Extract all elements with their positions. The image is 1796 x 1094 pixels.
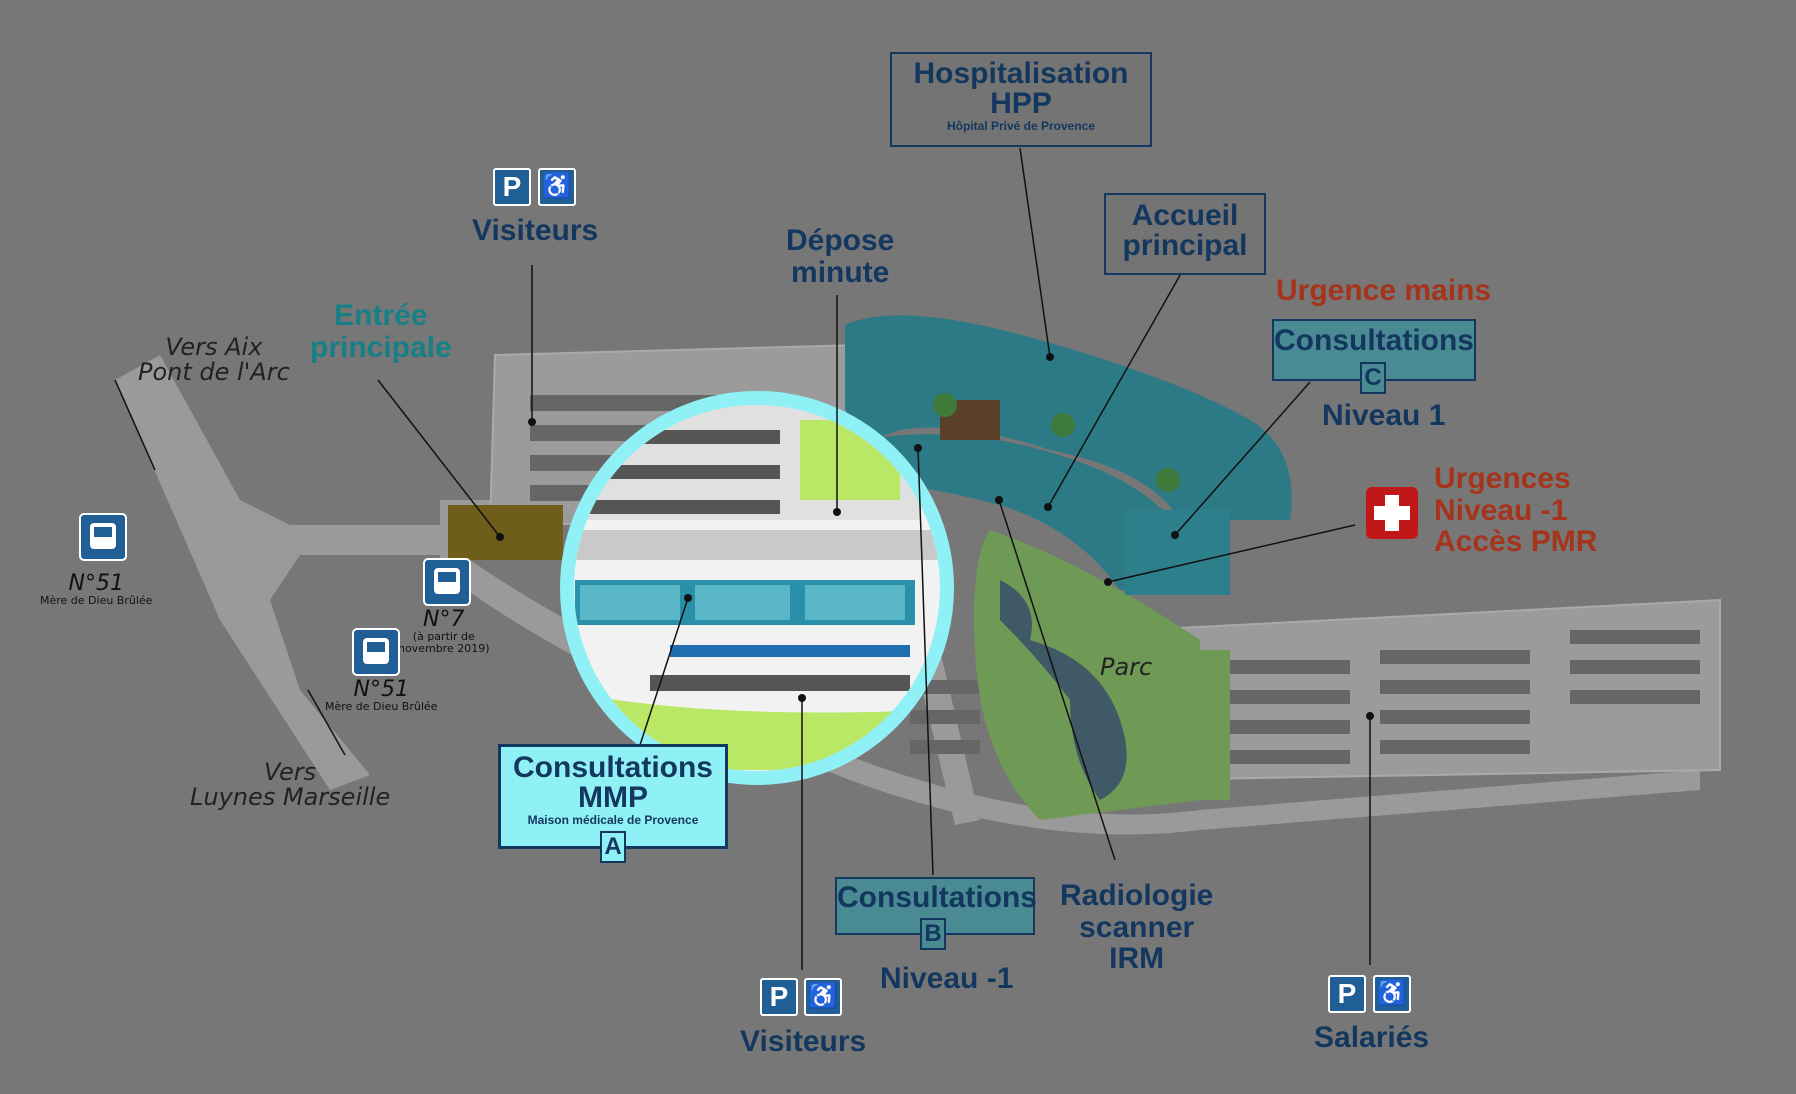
emergency-cross-icon <box>1366 487 1418 539</box>
bus-stop-51-west: N°51 Mère de Dieu Brûlée <box>40 572 152 607</box>
bus-stop-number: N°51 <box>68 571 124 596</box>
bus-stop-7: N°7 (à partir de novembre 2019) <box>398 608 490 654</box>
magnified-area <box>560 391 954 785</box>
entree-line2: principale <box>310 330 452 364</box>
radiologie-line2: scanner <box>1079 910 1195 944</box>
urgences-line3: Accès PMR <box>1434 525 1598 558</box>
urgences-line1: Urgences <box>1434 462 1571 495</box>
parking-icon: P <box>1328 975 1366 1013</box>
leader-dots <box>496 353 1374 720</box>
urgences-line2: Niveau -1 <box>1434 493 1568 527</box>
bus-stop-name: Mère de Dieu Brûlée <box>40 594 153 608</box>
direction-luynes-line2: Luynes Marseille <box>190 783 391 812</box>
direction-aix-line2: Pont de l'Arc <box>138 358 290 387</box>
hospitalisation-subtitle: Hôpital Privé de Provence <box>946 119 1096 133</box>
consultations-c-title: Consultations <box>1274 324 1474 357</box>
direction-aix-line1: Vers Aix <box>165 333 263 361</box>
bus-stop-number: N°7 <box>423 607 465 632</box>
radiologie-label: Radiologie scanner IRM <box>1060 880 1213 975</box>
leader-lines <box>114 147 1371 970</box>
bus-icon <box>352 628 400 676</box>
consultations-mmp-box: Consultations MMP Maison médicale de Pro… <box>498 744 728 849</box>
depose-minute-label: Dépose minute <box>786 225 894 288</box>
bus-stop-number: N°51 <box>353 677 409 702</box>
radiologie-line3: IRM <box>1109 942 1165 975</box>
hospitalisation-title: Hospitalisation <box>913 57 1129 90</box>
parking-icon: P <box>760 978 798 1016</box>
consultations-c-niveau: Niveau 1 <box>1322 399 1446 432</box>
direction-luynes-line1: Vers <box>264 758 317 786</box>
wheelchair-icon: ♿ <box>1373 975 1411 1013</box>
radiologie-line1: Radiologie <box>1060 879 1214 912</box>
accueil-line1: Accueil <box>1131 199 1239 232</box>
entree-line1: Entrée <box>334 299 428 332</box>
parking-salaries-label: Salariés <box>1314 1021 1430 1054</box>
consultations-mmp-acronym: MMP <box>578 781 648 814</box>
consultations-b-title: Consultations <box>837 881 1037 914</box>
depose-line1: Dépose <box>786 224 895 257</box>
wheelchair-icon: ♿ <box>804 978 842 1016</box>
hospital-building <box>845 315 1292 595</box>
consultations-mmp-title: Consultations <box>513 751 713 784</box>
accueil-line2: principal <box>1122 229 1248 262</box>
direction-luynes: Vers Luynes Marseille <box>190 758 391 812</box>
entree-principale-label: Entrée principale <box>310 300 452 363</box>
bus-stop-51-south: N°51 Mère de Dieu Brûlée <box>325 678 437 713</box>
urgences-label: Urgences Niveau -1 Accès PMR <box>1434 463 1597 558</box>
building-b-letter: B <box>920 918 946 950</box>
parking-icon: P <box>493 168 531 206</box>
wheelchair-icon: ♿ <box>538 168 576 206</box>
urgence-mains-label: Urgence mains <box>1276 274 1492 307</box>
hospitalisation-acronym: HPP <box>990 87 1052 120</box>
hospitalisation-box: Hospitalisation HPP Hôpital Privé de Pro… <box>890 52 1152 147</box>
bus-stop-note-line2: novembre 2019) <box>398 641 490 655</box>
bus-icon <box>423 558 471 606</box>
depose-line2: minute <box>791 255 890 289</box>
parking-visiteurs-bottom-label: Visiteurs <box>740 1025 867 1058</box>
parc-label: Parc <box>1100 653 1153 681</box>
park <box>974 530 1230 820</box>
building-c-letter: C <box>1360 362 1386 394</box>
parking-visiteurs-top-label: Visiteurs <box>472 214 599 247</box>
bus-icon <box>79 513 127 561</box>
direction-aix: Vers Aix Pont de l'Arc <box>138 333 290 387</box>
building-a-letter: A <box>600 831 626 863</box>
accueil-box: Accueil principal <box>1104 193 1266 275</box>
bus-stop-name: Mère de Dieu Brûlée <box>325 700 438 714</box>
consultations-b-niveau: Niveau -1 <box>880 962 1014 995</box>
entree-building <box>448 505 563 560</box>
bus-stop-note-line1: (à partir de <box>412 630 475 644</box>
consultations-mmp-subtitle: Maison médicale de Provence <box>527 813 699 827</box>
